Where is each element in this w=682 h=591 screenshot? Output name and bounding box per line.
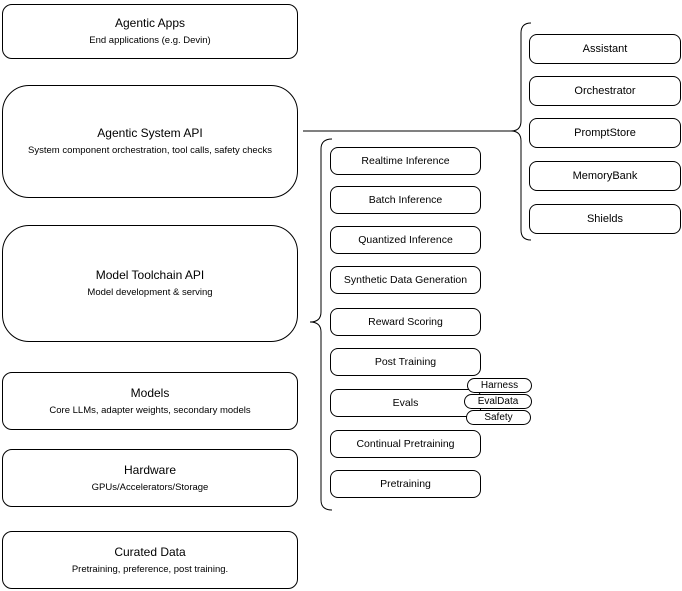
node-agentic-system-api: Agentic System API System component orch… bbox=[2, 85, 298, 198]
node-title: Curated Data bbox=[114, 544, 186, 559]
node-promptstore: PromptStore bbox=[529, 118, 681, 148]
toolchain-capabilities-brace bbox=[309, 138, 333, 511]
node-shields: Shields bbox=[529, 204, 681, 234]
node-title: Model Toolchain API bbox=[95, 268, 205, 282]
node-title: Agentic Apps bbox=[114, 16, 186, 30]
node-subtitle: Pretraining, preference, post training. bbox=[71, 563, 229, 575]
node-evals: Evals bbox=[330, 389, 481, 417]
node-subtitle: Core LLMs, adapter weights, secondary mo… bbox=[49, 404, 251, 416]
node-subtitle: System component orchestration, tool cal… bbox=[28, 145, 272, 156]
node-pretraining: Pretraining bbox=[330, 470, 481, 498]
node-models: Models Core LLMs, adapter weights, secon… bbox=[2, 372, 298, 430]
node-subtitle: GPUs/Accelerators/Storage bbox=[91, 481, 209, 493]
node-agentic-apps: Agentic Apps End applications (e.g. Devi… bbox=[2, 4, 298, 59]
node-continual-pretraining: Continual Pretraining bbox=[330, 430, 481, 458]
node-batch-inference: Batch Inference bbox=[330, 186, 481, 214]
node-post-training: Post Training bbox=[330, 348, 481, 376]
node-model-toolchain-api: Model Toolchain API Model development & … bbox=[2, 225, 298, 342]
node-subtitle: End applications (e.g. Devin) bbox=[89, 35, 211, 46]
node-reward-scoring: Reward Scoring bbox=[330, 308, 481, 336]
node-hardware: Hardware GPUs/Accelerators/Storage bbox=[2, 449, 298, 507]
node-assistant: Assistant bbox=[529, 34, 681, 64]
node-realtime-inference: Realtime Inference bbox=[330, 147, 481, 175]
node-subtitle: Model development & serving bbox=[87, 287, 213, 298]
node-synthetic-data-generation: Synthetic Data Generation bbox=[330, 266, 481, 294]
pill-safety: Safety bbox=[466, 410, 531, 425]
node-curated-data: Curated Data Pretraining, preference, po… bbox=[2, 531, 298, 589]
pill-evaldata: EvalData bbox=[464, 394, 532, 409]
node-title: Agentic System API bbox=[97, 126, 203, 140]
pill-harness: Harness bbox=[467, 378, 532, 393]
node-title: Hardware bbox=[123, 462, 177, 477]
node-memorybank: MemoryBank bbox=[529, 161, 681, 191]
node-title: Models bbox=[130, 385, 170, 400]
node-orchestrator: Orchestrator bbox=[529, 76, 681, 106]
system-components-brace bbox=[510, 22, 532, 241]
node-quantized-inference: Quantized Inference bbox=[330, 226, 481, 254]
